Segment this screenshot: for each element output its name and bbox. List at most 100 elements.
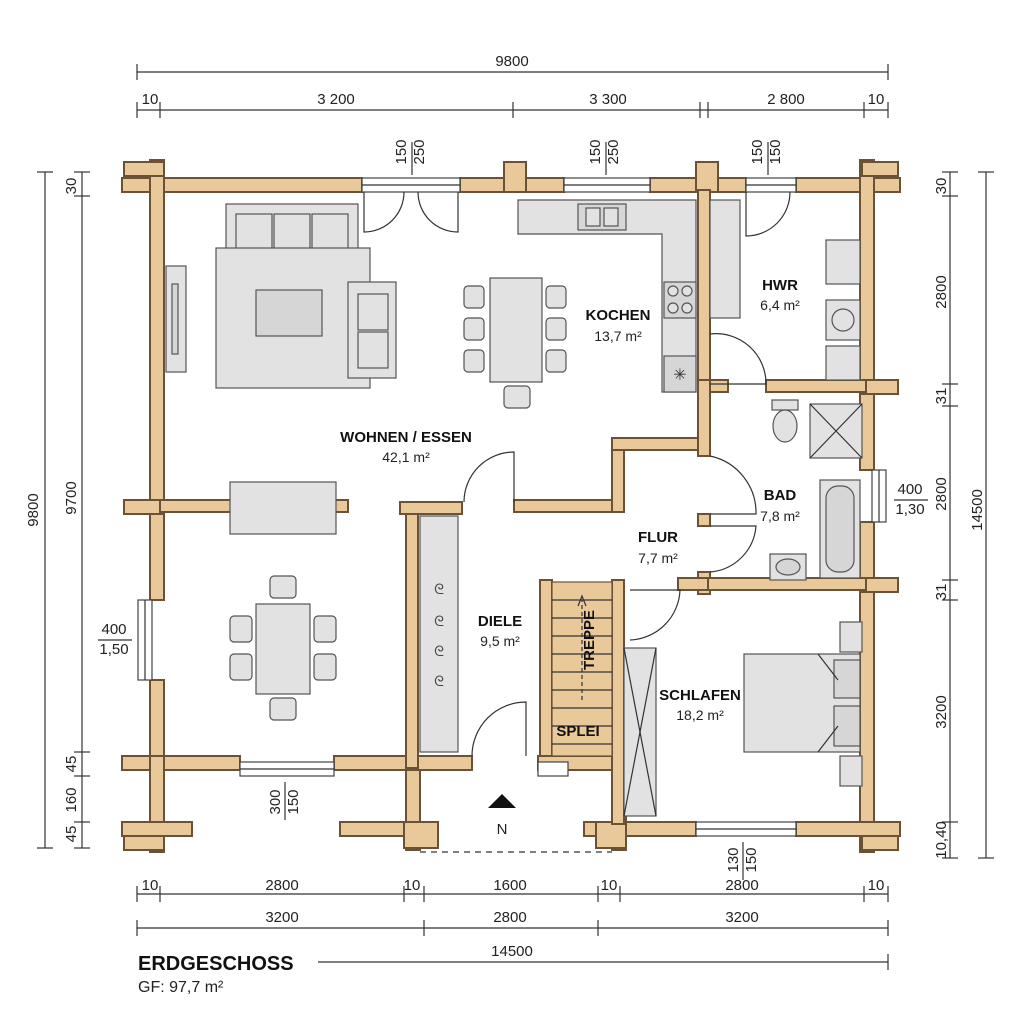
tv bbox=[171, 283, 179, 355]
dim-right-31b: 31 bbox=[933, 584, 950, 601]
nightstand-top bbox=[839, 621, 863, 653]
dim-bot-3200a: 3200 bbox=[265, 909, 298, 926]
dryer bbox=[825, 239, 861, 285]
fridge bbox=[663, 355, 697, 393]
hanger-icon-2: ᘓ bbox=[434, 614, 444, 630]
dim-bot-10d: 10 bbox=[868, 877, 885, 894]
dim-left-45a: 45 bbox=[63, 756, 80, 773]
dim-win-left-b: 1,50 bbox=[99, 641, 128, 658]
dim-top-10b: 10 bbox=[868, 91, 885, 108]
window-stairs bbox=[537, 761, 569, 777]
room-kochen-area: 13,7 m² bbox=[594, 328, 642, 344]
room-wohnen-name: WOHNEN / ESSEN bbox=[340, 429, 472, 446]
furniture: ✳ ᘓ ᘓ ᘓ ᘓ bbox=[165, 199, 863, 817]
dim-right-2800b: 2800 bbox=[933, 477, 950, 510]
toilet bbox=[772, 409, 798, 443]
left-dimensions: 9800 30 9700 45 160 45 bbox=[25, 171, 90, 849]
stairs-label: TREPPE bbox=[581, 610, 598, 670]
north-arrow: N bbox=[488, 794, 516, 838]
room-schlafen-name: SCHLAFEN bbox=[659, 687, 741, 704]
nightstand-bottom bbox=[839, 755, 863, 787]
dim-win-right-a: 400 bbox=[897, 481, 922, 498]
hanger-icon-4: ᘓ bbox=[434, 674, 444, 690]
room-flur-area: 7,7 m² bbox=[638, 550, 678, 566]
dim-bot-10b: 10 bbox=[404, 877, 421, 894]
dim-win-top2-b: 250 bbox=[605, 139, 622, 164]
north-arrow-icon bbox=[488, 794, 516, 808]
dim-bot-total: 14500 bbox=[491, 943, 533, 960]
room-bad-area: 7,8 m² bbox=[760, 508, 800, 524]
dim-top-2800: 2 800 bbox=[767, 91, 805, 108]
room-flur-name: FLUR bbox=[638, 529, 678, 546]
room-diele-name: DIELE bbox=[478, 613, 522, 630]
doors bbox=[363, 191, 791, 853]
room-labels: WOHNEN / ESSEN 42,1 m² KOCHEN 13,7 m² HW… bbox=[340, 277, 800, 740]
dim-right-2800a: 2800 bbox=[933, 275, 950, 308]
wardrobe bbox=[419, 515, 459, 753]
dim-top-3200: 3 200 bbox=[317, 91, 355, 108]
dining-table-top bbox=[489, 277, 543, 383]
windows bbox=[137, 177, 887, 837]
dim-bot-2800c: 2800 bbox=[493, 909, 526, 926]
door-hwr bbox=[709, 333, 767, 385]
dim-win-bottom-b: 150 bbox=[285, 789, 302, 814]
room-wohnen-area: 42,1 m² bbox=[382, 449, 430, 465]
north-label: N bbox=[497, 821, 508, 838]
door-schlafen bbox=[629, 589, 681, 641]
dining-table-bottom bbox=[255, 603, 311, 695]
dim-right-total: 14500 bbox=[969, 489, 986, 531]
toilet-tank bbox=[771, 399, 799, 411]
dim-left-160: 160 bbox=[63, 787, 80, 812]
door-living-top-2 bbox=[417, 191, 459, 233]
dim-bot-10c: 10 bbox=[601, 877, 618, 894]
door-bad bbox=[709, 455, 757, 515]
sink bbox=[577, 203, 627, 231]
door-living-top bbox=[363, 191, 405, 233]
dim-win-right-b: 1,30 bbox=[895, 501, 924, 518]
pantry-label: SPLEI bbox=[556, 723, 599, 740]
dim-top-3300: 3 300 bbox=[589, 91, 627, 108]
door-living-diele bbox=[463, 451, 515, 503]
right-dimensions: 14500 30 2800 31 2800 31 3200 10,40 bbox=[933, 171, 994, 859]
hanger-icon-1: ᘓ bbox=[434, 582, 444, 598]
plan-title: ERDGESCHOSS bbox=[138, 953, 294, 975]
dim-left-30: 30 bbox=[63, 178, 80, 195]
fridge-icon: ✳ bbox=[673, 365, 686, 384]
dim-right-3200: 3200 bbox=[933, 695, 950, 728]
top-dimensions: 9800 10 3 200 3 300 2 800 10 bbox=[136, 53, 889, 118]
dim-top-10a: 10 bbox=[142, 91, 159, 108]
dim-win-top1-b: 250 bbox=[411, 139, 428, 164]
dim-bot-10a: 10 bbox=[142, 877, 159, 894]
plan-subtitle: GF: 97,7 m² bbox=[138, 979, 224, 996]
hwr-cabinet bbox=[709, 199, 741, 319]
room-bad-name: BAD bbox=[764, 487, 797, 504]
room-diele-area: 9,5 m² bbox=[480, 633, 520, 649]
room-schlafen-area: 18,2 m² bbox=[676, 707, 724, 723]
dim-bot-1600: 1600 bbox=[493, 877, 526, 894]
bottom-window-labels: 300 150 130 150 bbox=[267, 782, 760, 880]
top-window-labels: 150 250 150 250 150 150 bbox=[393, 139, 784, 175]
dim-win-left-a: 400 bbox=[101, 621, 126, 638]
dim-left-inner: 9700 bbox=[63, 481, 80, 514]
staircase bbox=[551, 581, 613, 757]
room-hwr-name: HWR bbox=[762, 277, 798, 294]
hwr-shelf bbox=[825, 345, 861, 381]
dim-win-bottom2-b: 150 bbox=[743, 847, 760, 872]
room-hwr-area: 6,4 m² bbox=[760, 297, 800, 313]
dim-win-top2-a: 150 bbox=[587, 139, 604, 164]
dim-win-top1-a: 150 bbox=[393, 139, 410, 164]
coffee-table bbox=[255, 289, 323, 337]
dim-right-30: 30 bbox=[933, 178, 950, 195]
door-bad-2 bbox=[709, 525, 757, 573]
dim-win-bottom2-a: 130 bbox=[725, 847, 742, 872]
hanger-icon-3: ᘓ bbox=[434, 644, 444, 660]
dim-win-bottom-a: 300 bbox=[267, 789, 284, 814]
right-window-label: 400 1,30 bbox=[894, 481, 928, 518]
dim-win-top3-a: 150 bbox=[749, 139, 766, 164]
left-window-label: 400 1,50 bbox=[98, 621, 132, 658]
dim-left-total: 9800 bbox=[25, 493, 42, 526]
dim-bot-2800b: 2800 bbox=[725, 877, 758, 894]
dim-bot-3200b: 3200 bbox=[725, 909, 758, 926]
dim-left-45b: 45 bbox=[63, 826, 80, 843]
